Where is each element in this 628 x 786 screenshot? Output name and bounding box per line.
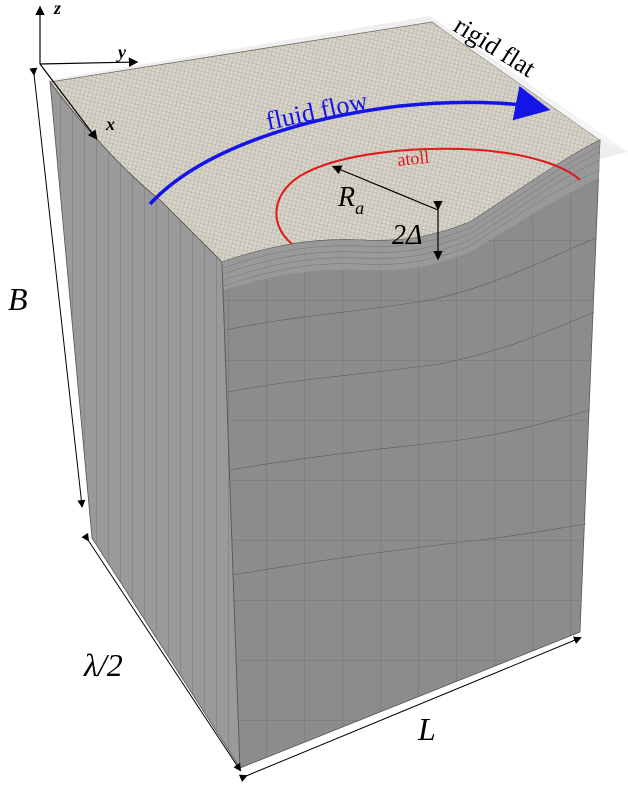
length-label: L xyxy=(417,711,436,747)
axis-x-label: x xyxy=(105,114,115,134)
gap-label: 2Δ xyxy=(392,220,422,251)
fluid-flow-arrow xyxy=(148,86,551,206)
radius-line xyxy=(331,165,439,211)
atoll-contour xyxy=(275,147,581,245)
length-dimension xyxy=(238,636,582,782)
mesh-refinement-band xyxy=(222,140,600,290)
band-lines xyxy=(222,145,601,287)
radius-label-sub: a xyxy=(355,198,364,218)
height-label: B xyxy=(8,281,28,317)
coarse-mesh-lines xyxy=(225,237,597,576)
height-dimension xyxy=(29,67,86,508)
radius-label: Ra xyxy=(337,182,364,218)
axis-z-label: z xyxy=(53,0,61,18)
atoll-label: atoll xyxy=(396,147,430,170)
radius-label-main: R xyxy=(337,182,355,213)
axis-y-label: y xyxy=(116,42,127,62)
half-wavelength-dimension xyxy=(81,532,242,772)
half-wavelength-label: λ/2 xyxy=(83,647,123,683)
